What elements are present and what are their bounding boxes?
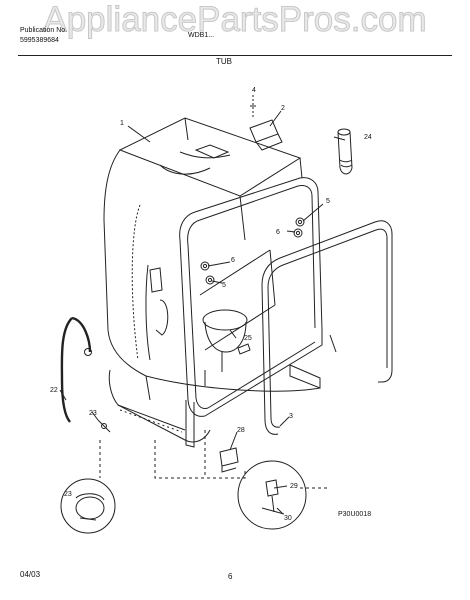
callout-30: 30 [284, 515, 292, 522]
publication-number: 5995389684 [20, 37, 59, 44]
header-rule [18, 55, 452, 56]
callout-1: 1 [120, 120, 124, 127]
leader-lines [99, 430, 330, 489]
callout-28: 28 [237, 427, 245, 434]
callout-23-detail: 23 [64, 491, 72, 498]
callout-leaders [59, 110, 346, 515]
figure-code: P30U0018 [338, 511, 371, 518]
model-number: WDB1... [188, 32, 215, 39]
callout-3: 3 [289, 413, 293, 420]
callout-6-left: 6 [231, 257, 235, 264]
callout-25: 25 [244, 335, 252, 342]
callout-labels: 1 2 3 4 5 5 6 6 5 22 23 23 24 25 28 29 3… [50, 87, 372, 522]
detail-circle-29-30 [237, 460, 307, 530]
callout-5-upper: 5 [326, 198, 330, 205]
tub-base [108, 334, 337, 448]
watermark: AppliancePartsPros.com [43, 0, 427, 40]
callout-24: 24 [364, 134, 372, 141]
hinge-bracket [249, 95, 283, 151]
footer-page-number: 6 [228, 572, 233, 581]
callout-29: 29 [290, 483, 298, 490]
callout-6-right: 6 [276, 229, 280, 236]
callout-2: 2 [281, 105, 285, 112]
detail-circle-23 [60, 478, 116, 534]
callout-23-main: 23 [89, 410, 97, 417]
fastener-group-right [293, 217, 305, 238]
callout-4: 4 [252, 87, 256, 94]
door-gasket [261, 220, 393, 435]
leg-bracket [219, 447, 239, 473]
callout-5-lower: 5 [222, 282, 226, 289]
part-25-piece [237, 343, 251, 355]
section-title: TUB [216, 57, 232, 66]
door-frame [179, 177, 323, 417]
tub-body [103, 117, 321, 401]
vent-tube [337, 128, 353, 175]
inlet-hose [60, 316, 111, 433]
callout-22: 22 [50, 387, 58, 394]
sump-assembly [202, 309, 248, 386]
publication-label: Publication No. [20, 27, 68, 34]
footer-date: 04/03 [20, 570, 41, 579]
